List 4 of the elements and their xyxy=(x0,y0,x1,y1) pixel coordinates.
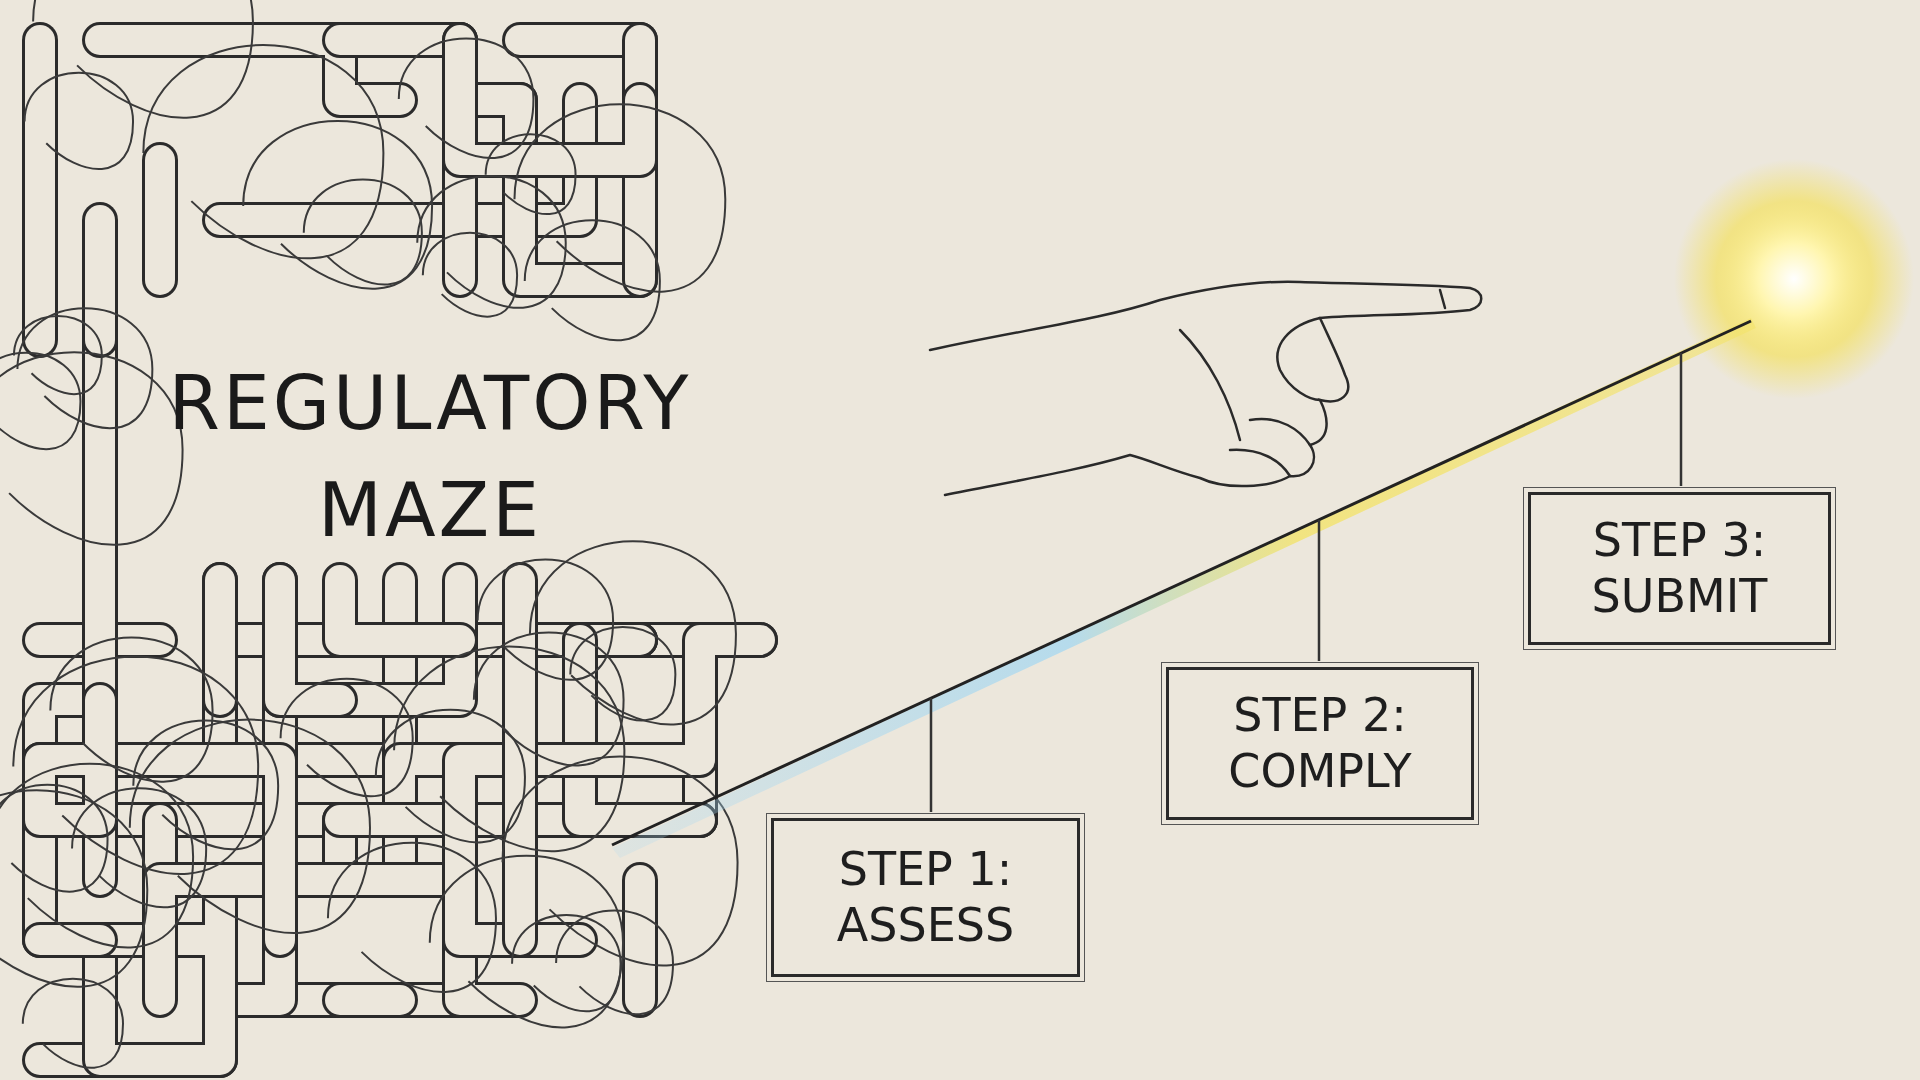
connector-line xyxy=(1317,520,1321,661)
connector-line xyxy=(929,698,933,812)
title-text: REGULATORY MAZE xyxy=(167,359,693,556)
connector-line xyxy=(1679,353,1683,486)
